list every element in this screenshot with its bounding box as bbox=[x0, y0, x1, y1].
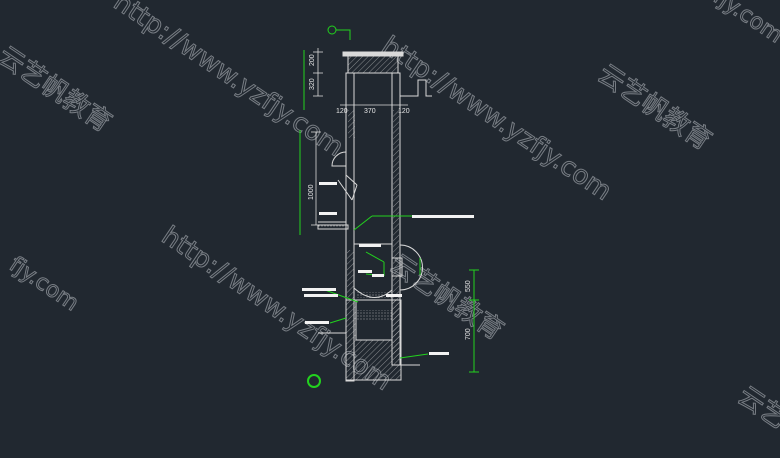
label-bar-7 bbox=[304, 294, 338, 297]
green-dimension-labels: 550 700 bbox=[465, 280, 472, 340]
dimension-labels: 200 320 120 370 120 1000 bbox=[308, 54, 410, 200]
cap-hatch bbox=[347, 55, 399, 74]
dim-320: 320 bbox=[309, 78, 316, 90]
dim-370: 370 bbox=[364, 108, 376, 115]
label-bar-8 bbox=[305, 321, 329, 324]
label-bar-2 bbox=[319, 212, 337, 215]
watermark-brand-2: 云艺帆教育 bbox=[384, 249, 509, 347]
section-marker-top bbox=[327, 25, 337, 35]
chimney-cap bbox=[342, 51, 404, 57]
label-bar-9 bbox=[429, 352, 449, 355]
label-placeholders bbox=[302, 182, 474, 355]
label-bar-1 bbox=[319, 182, 337, 185]
watermark-url-4: fjy.com bbox=[709, 0, 780, 48]
dimension-lines bbox=[311, 48, 408, 226]
dim-700: 700 bbox=[465, 328, 472, 340]
label-bar-4 bbox=[359, 244, 381, 247]
damper-arc bbox=[331, 151, 347, 167]
dim-550: 550 bbox=[465, 280, 472, 292]
label-bar-3 bbox=[412, 215, 474, 218]
watermark-url-2: http://www.yzfjy.com bbox=[376, 31, 617, 207]
label-bar-6 bbox=[302, 288, 336, 291]
dim-1000: 1000 bbox=[308, 184, 315, 200]
access-arc bbox=[399, 244, 423, 291]
chimney-section bbox=[317, 51, 432, 382]
watermark-brand-3: 云艺帆教育 bbox=[0, 41, 117, 139]
dim-120-left: 120 bbox=[336, 108, 348, 115]
section-marker-bottom bbox=[307, 374, 321, 388]
label-bar-5 bbox=[358, 270, 372, 273]
annotation-leaders bbox=[299, 25, 479, 388]
watermark-url-5: fjy.com bbox=[5, 252, 83, 316]
dim-200: 200 bbox=[309, 54, 316, 66]
label-bar-11 bbox=[372, 274, 384, 277]
label-bar-10 bbox=[386, 294, 402, 297]
watermark-brand-1: 云艺帆教育 bbox=[592, 59, 717, 157]
dim-120-right: 120 bbox=[398, 108, 410, 115]
watermark-brand-4: 云艺 bbox=[732, 381, 780, 435]
